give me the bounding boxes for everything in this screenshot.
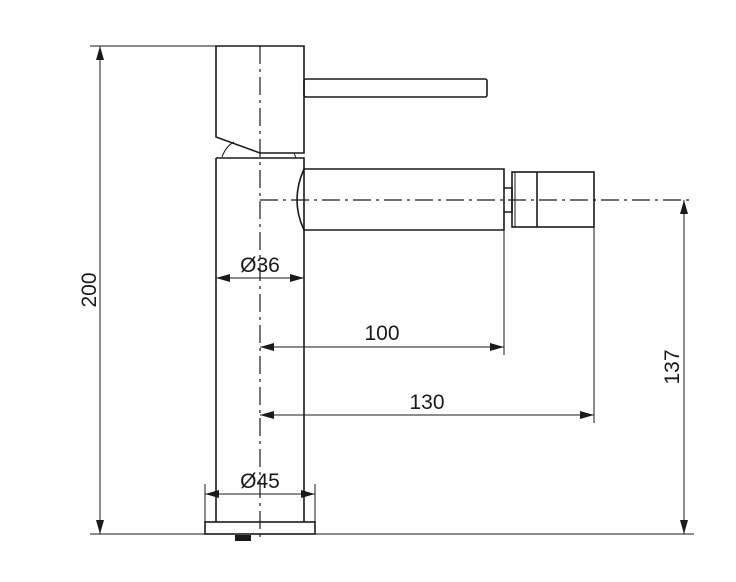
dimension-200: 200 — [78, 46, 104, 534]
dimension-137: 137 — [661, 200, 688, 534]
extension-lines — [90, 45, 694, 535]
centre-lines — [259, 46, 690, 540]
dimension-label: 100 — [364, 322, 399, 345]
dimension-diameter-45: Ø45 — [205, 470, 315, 498]
dimension-diameter-36: Ø36 — [216, 254, 304, 282]
tap-outline — [204, 45, 595, 541]
dimension-label: 137 — [661, 349, 684, 384]
lever-handle — [303, 78, 488, 98]
pop-up-rod — [235, 535, 251, 541]
dimension-label: Ø45 — [240, 470, 280, 493]
dimension-label: Ø36 — [240, 254, 280, 277]
cap-joint — [221, 141, 297, 159]
dimension-130: 130 — [260, 391, 594, 419]
tap-body — [215, 157, 305, 522]
dimension-100: 100 — [260, 322, 504, 351]
mixer-cap — [215, 45, 305, 154]
dimension-label: 200 — [78, 272, 101, 307]
spout — [296, 168, 505, 231]
dimension-label: 130 — [409, 391, 444, 414]
